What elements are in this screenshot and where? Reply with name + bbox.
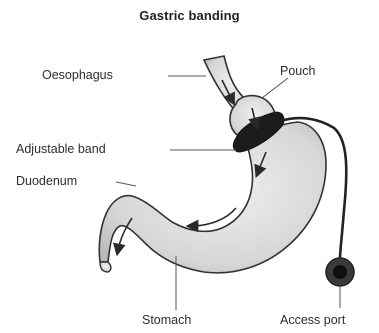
duodenum-shape [100, 262, 111, 272]
label-duodenum: Duodenum [16, 175, 77, 188]
access-port-center [333, 265, 347, 279]
leader-pouch [262, 78, 288, 98]
label-access-port: Access port [280, 314, 345, 327]
label-oesophagus: Oesophagus [42, 69, 113, 82]
label-stomach: Stomach [142, 314, 191, 327]
label-adjustable-band: Adjustable band [16, 143, 106, 156]
leader-duodenum [116, 182, 136, 186]
label-pouch: Pouch [280, 65, 315, 78]
stomach-shape [99, 122, 326, 273]
